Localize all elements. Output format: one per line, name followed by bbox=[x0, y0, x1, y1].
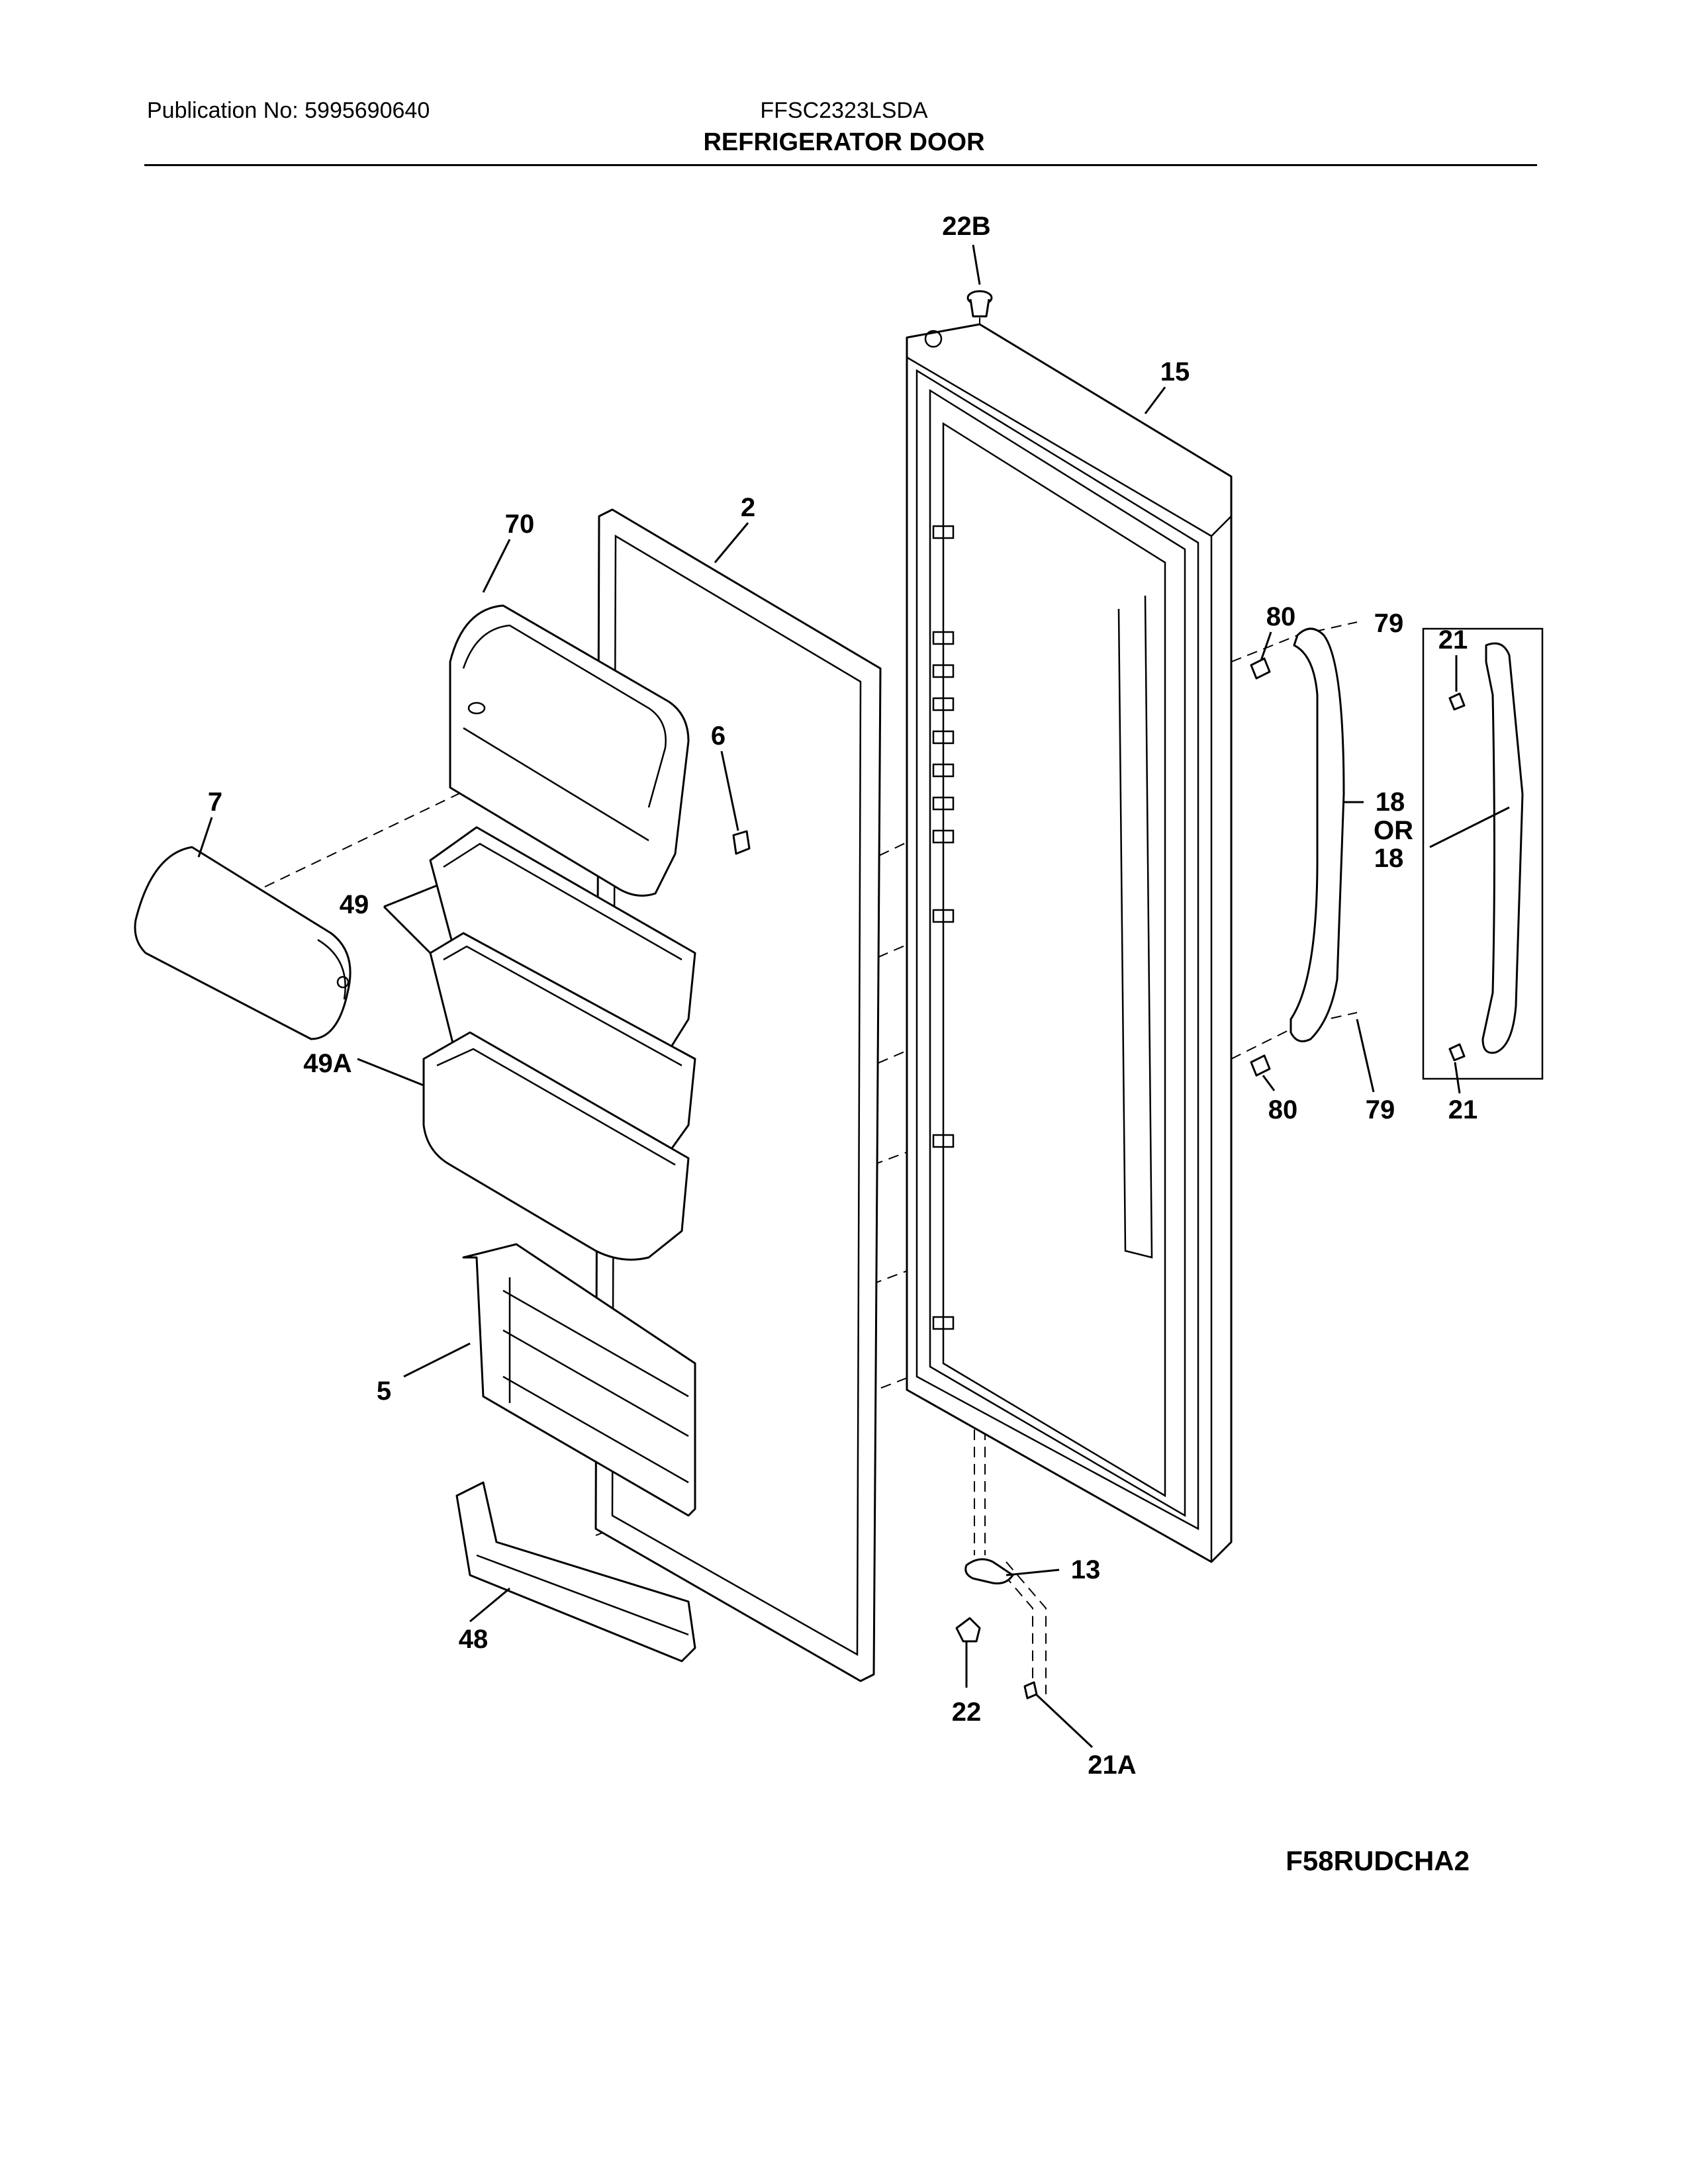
callout-18-b: 18 bbox=[1374, 844, 1404, 873]
door-handle-18 bbox=[1289, 627, 1345, 1042]
dairy-door-7 bbox=[134, 846, 352, 1040]
callout-22: 22 bbox=[952, 1698, 982, 1727]
leader-lines bbox=[197, 244, 1510, 1749]
callout-or: OR bbox=[1374, 816, 1413, 845]
callout-80-top: 80 bbox=[1266, 602, 1296, 631]
door-plug-22b bbox=[966, 290, 993, 318]
callout-18-a: 18 bbox=[1376, 788, 1405, 817]
clip-6 bbox=[732, 830, 751, 855]
callout-49: 49 bbox=[340, 890, 369, 919]
callout-13: 13 bbox=[1071, 1555, 1101, 1584]
model-number: FFSC2323LSDA bbox=[760, 98, 928, 123]
screw-21a bbox=[1023, 1681, 1038, 1700]
callout-70: 70 bbox=[505, 510, 535, 539]
callout-21-bottom: 21 bbox=[1448, 1095, 1478, 1124]
bottom-bin-48 bbox=[455, 1481, 696, 1662]
callout-21-top: 21 bbox=[1438, 625, 1468, 655]
callout-15: 15 bbox=[1160, 357, 1190, 387]
callout-5: 5 bbox=[377, 1377, 391, 1406]
can-rack-5 bbox=[462, 1243, 696, 1517]
callout-labels: 22B 15 70 2 80 79 21 6 7 49 18 OR 18 49A… bbox=[208, 212, 1477, 1780]
diagram-code: F58RUDCHA2 bbox=[1286, 1845, 1470, 1876]
callout-7: 7 bbox=[208, 788, 222, 817]
bushing-22 bbox=[955, 1617, 981, 1643]
alternate-handle-box bbox=[1422, 627, 1544, 1080]
publication-number: Publication No: 5995690640 bbox=[147, 98, 430, 123]
callout-79-top: 79 bbox=[1374, 609, 1404, 638]
refrigerator-door-15 bbox=[906, 323, 1233, 1563]
mounting-screw-80-top bbox=[1250, 657, 1271, 680]
page-title: REFRIGERATOR DOOR bbox=[703, 128, 985, 156]
mounting-screw-80-bottom bbox=[1250, 1054, 1271, 1077]
callout-80-bottom: 80 bbox=[1268, 1095, 1298, 1124]
door-bin-49a bbox=[422, 1031, 690, 1261]
dairy-bin-70 bbox=[449, 604, 690, 897]
header-divider bbox=[144, 164, 1537, 166]
hinge-13 bbox=[964, 1558, 1014, 1584]
callout-21a: 21A bbox=[1088, 1751, 1136, 1780]
callout-2: 2 bbox=[741, 493, 755, 522]
callout-6: 6 bbox=[711, 721, 726, 751]
callout-22b: 22B bbox=[942, 212, 990, 241]
callout-49a: 49A bbox=[303, 1049, 352, 1078]
callout-48: 48 bbox=[459, 1625, 489, 1654]
callout-79-bottom: 79 bbox=[1366, 1095, 1395, 1124]
